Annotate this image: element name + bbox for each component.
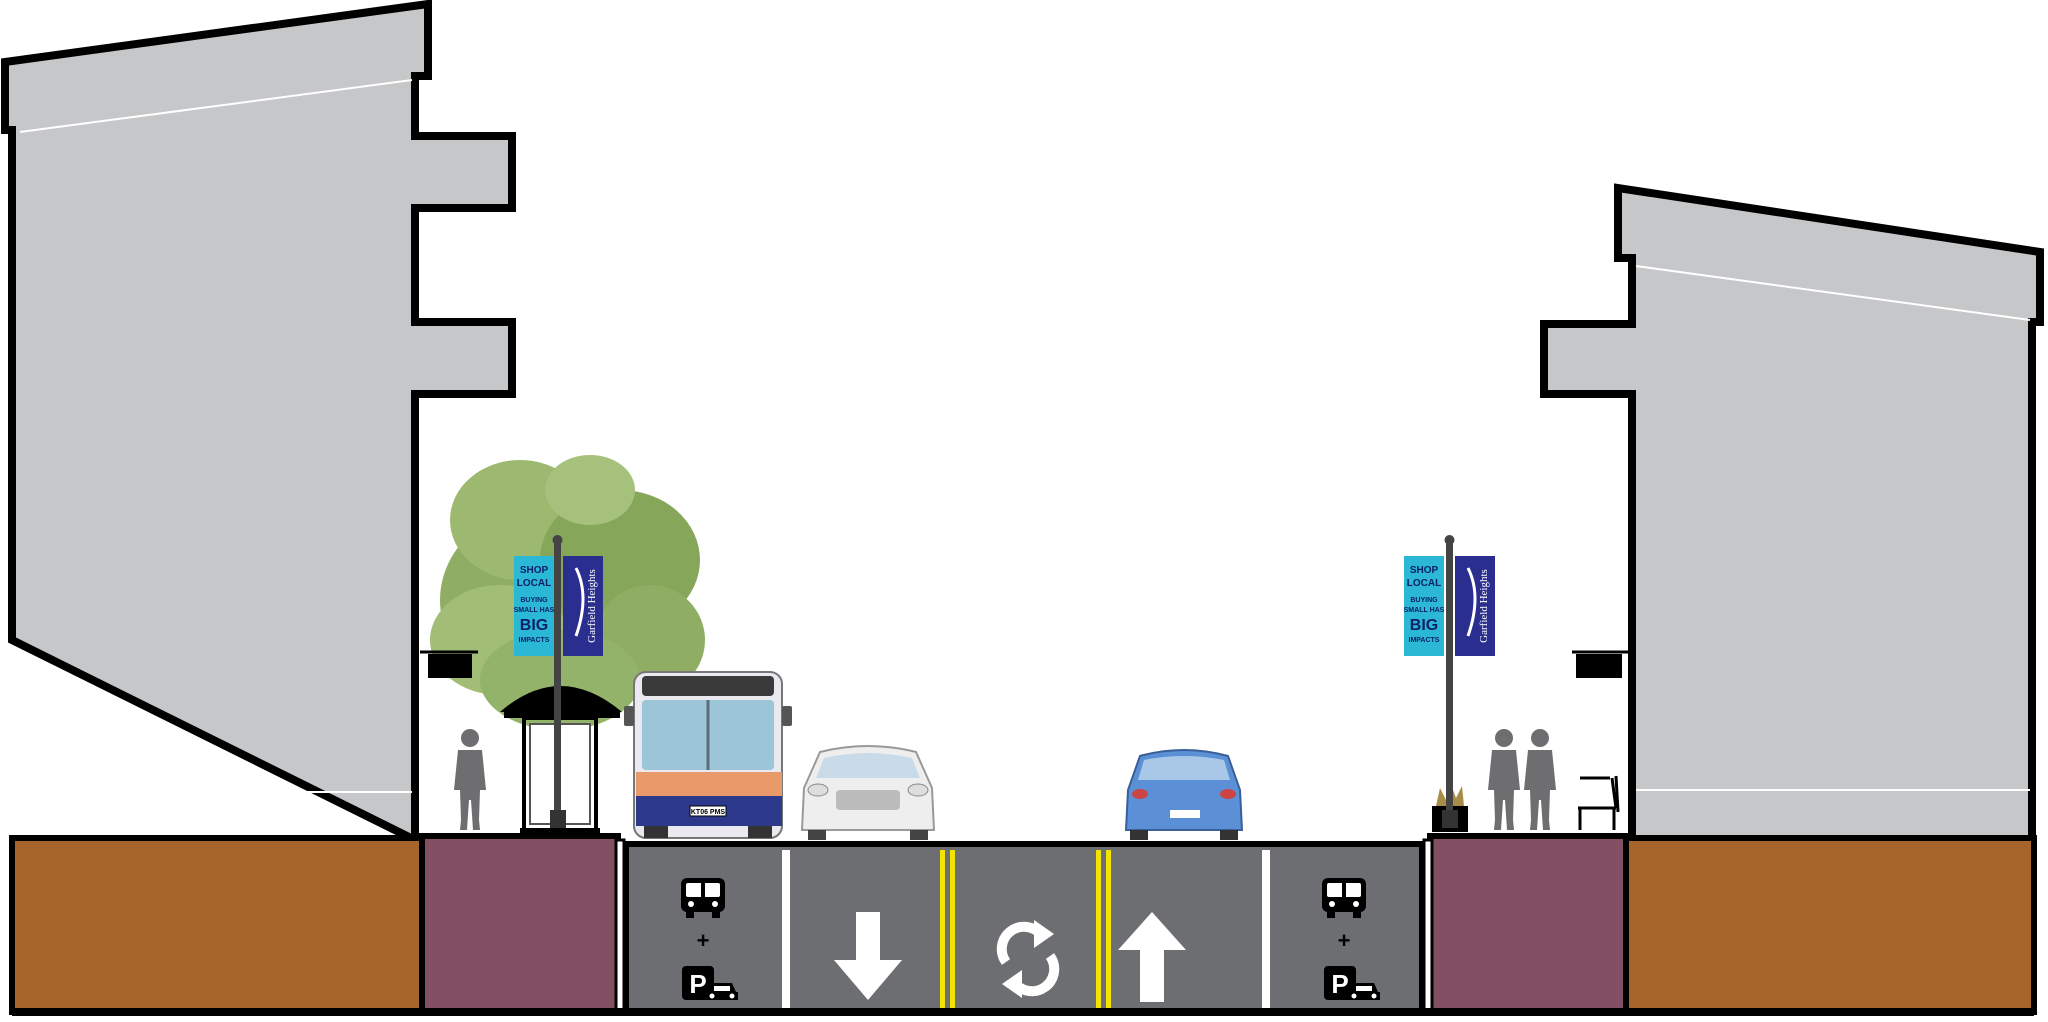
banner-line5: BIG — [1410, 617, 1438, 634]
banner-line5: BIG — [520, 617, 548, 634]
bench — [1578, 775, 1620, 830]
arrow-down-icon — [834, 912, 902, 1000]
banner-line3: BUYING — [1410, 597, 1438, 604]
shop-local-banner-left: SHOP LOCAL BUYING SMALL HAS BIG IMPACTS — [514, 556, 555, 656]
banner-line6: IMPACTS — [519, 637, 550, 644]
banner-line1: SHOP — [520, 565, 549, 576]
pedestrian-left — [454, 729, 486, 830]
center-line — [1106, 850, 1111, 1010]
sidewalk-left — [419, 833, 626, 1015]
sidewalk-right — [1422, 833, 1629, 1015]
plus-sign: + — [697, 928, 710, 953]
plus-sign: + — [1338, 928, 1351, 953]
arrow-up-icon — [1118, 912, 1186, 1002]
banner-line4: SMALL HAS — [1404, 607, 1445, 614]
right-building-sign — [1572, 650, 1628, 678]
bus-plate: KT06 PMS — [691, 809, 726, 816]
ground-soil — [9, 835, 2037, 1015]
left-building — [1, 0, 516, 847]
center-line — [940, 850, 945, 1010]
parking-icon: P — [1324, 966, 1380, 1000]
svg-text:P: P — [689, 969, 706, 999]
banner-line2: LOCAL — [1407, 578, 1441, 589]
right-building — [1540, 183, 2044, 844]
parking-icon: P — [682, 966, 738, 1000]
center-line — [950, 850, 955, 1010]
lane-line — [782, 850, 790, 1010]
banner-line2: LOCAL — [517, 578, 551, 589]
light-pole-left — [550, 535, 566, 828]
bus-icon — [681, 878, 725, 918]
center-line — [1096, 850, 1101, 1010]
pedestrian-right-1 — [1488, 729, 1520, 830]
transit-bus: KT06 PMS — [624, 671, 792, 839]
banner-line6: IMPACTS — [1409, 637, 1440, 644]
svg-text:P: P — [1331, 969, 1348, 999]
blue-car — [1124, 749, 1244, 840]
white-car — [800, 745, 936, 840]
brand-banner-right: Garfield Heights — [1455, 556, 1495, 656]
two-way-turn-icon — [996, 920, 1060, 998]
banner-line4: SMALL HAS — [514, 607, 555, 614]
pedestrian-right-2 — [1524, 729, 1556, 830]
shop-local-banner-right: SHOP LOCAL BUYING SMALL HAS BIG IMPACTS — [1404, 556, 1445, 656]
banner-line3: BUYING — [520, 597, 548, 604]
left-building-sign — [420, 650, 478, 678]
brand-banner-text: Garfield Heights — [586, 569, 598, 643]
lane-bus-parking-left: + P — [681, 878, 738, 1000]
brand-banner-left: Garfield Heights — [563, 556, 603, 656]
brand-banner-text: Garfield Heights — [1478, 569, 1490, 643]
lane-bus-parking-right: + P — [1322, 878, 1380, 1000]
banner-line1: SHOP — [1410, 565, 1439, 576]
bus-icon — [1322, 878, 1366, 918]
light-pole-right — [1442, 535, 1458, 828]
lane-line — [1262, 850, 1270, 1010]
